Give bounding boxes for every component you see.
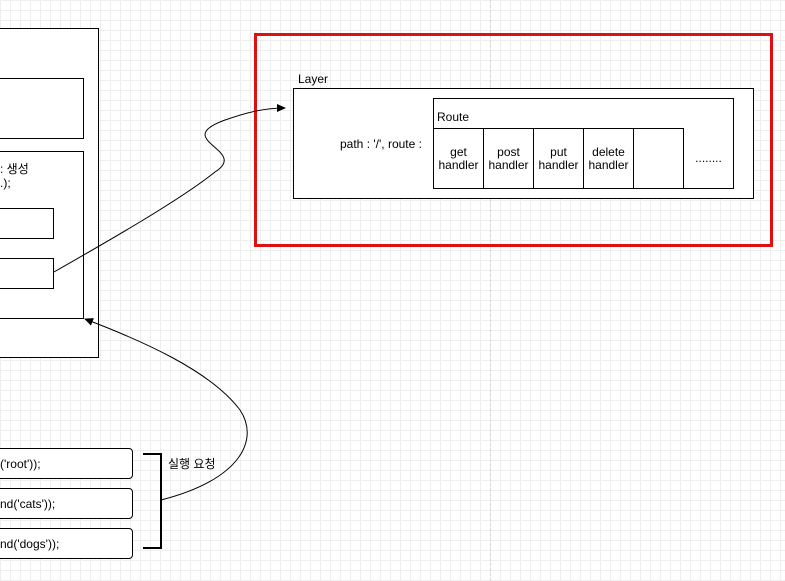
route-cell-label: handler	[588, 157, 629, 172]
route-cell-label: delete	[592, 144, 625, 159]
request-text-root: ('root'));	[0, 457, 41, 471]
router-create-text: : 생성	[0, 162, 29, 176]
route-cell-ellipsis: ........	[695, 151, 722, 165]
router-item-box-1[interactable]	[0, 208, 54, 239]
request-box-cats[interactable]	[0, 488, 133, 519]
route-cell-label: handler	[438, 157, 479, 172]
request-box-root[interactable]	[0, 448, 133, 479]
bracket-shape	[143, 453, 162, 549]
request-box-dogs[interactable]	[0, 528, 133, 559]
route-cell-label: handler	[538, 157, 579, 172]
selection-highlight[interactable]	[254, 33, 773, 247]
arrow-request-to-router[interactable]	[84, 318, 248, 501]
request-bracket-label: 실행 요청	[168, 457, 216, 471]
layer-title: Layer	[298, 72, 329, 86]
route-cell-label: get	[450, 144, 467, 159]
page-divider	[490, 0, 491, 581]
route-cell-label: handler	[488, 157, 529, 172]
router-item-box-2[interactable]	[0, 258, 54, 289]
route-cell-label: post	[497, 144, 520, 159]
route-cell-more: ........	[683, 128, 734, 189]
router-code-text: .);	[0, 176, 11, 190]
route-cell-empty[interactable]	[633, 128, 684, 189]
route-cell-label: put	[550, 144, 567, 159]
layer-path-label: path : '/', route :	[340, 137, 422, 151]
request-text-dogs: nd('dogs'));	[0, 537, 60, 551]
app-top-inner-box[interactable]	[0, 78, 84, 139]
route-title: Route	[437, 110, 470, 124]
arrow-router-to-layer[interactable]	[53, 104, 286, 273]
request-text-cats: nd('cats'));	[0, 497, 56, 511]
